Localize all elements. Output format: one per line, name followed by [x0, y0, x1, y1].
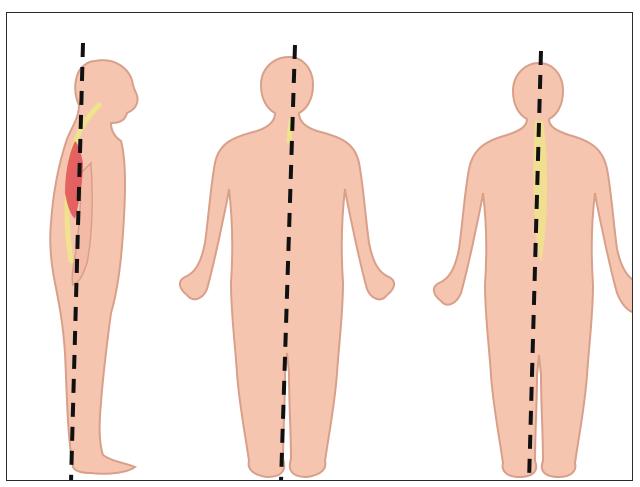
side-view-body: [50, 60, 137, 474]
back-view-figure-middle: [180, 45, 394, 481]
posture-diagram: [7, 13, 633, 481]
figure-frame: [6, 12, 633, 481]
back-view-figure-right: [434, 51, 633, 481]
side-view-figure: [50, 43, 137, 481]
